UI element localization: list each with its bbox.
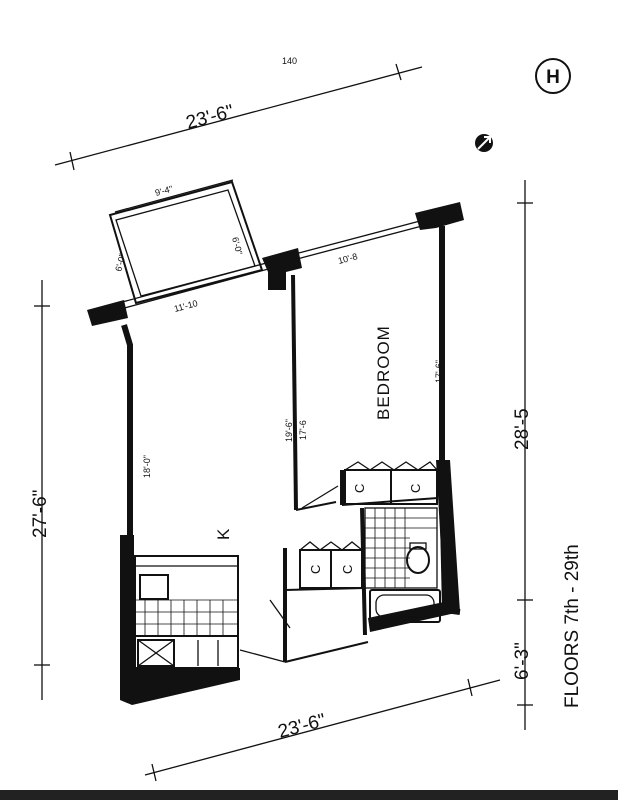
top-width-label: 23'-6" [184, 101, 236, 134]
right-lower-label: 6'-3" [512, 642, 533, 680]
living-window-label: 11'-10 [173, 298, 199, 314]
closet-label-3: C [308, 565, 323, 574]
left-depth-label: 27'-6" [30, 490, 51, 538]
north-arrow-icon [475, 134, 493, 152]
balcony-left-label: 6'-0" [113, 253, 127, 273]
range [137, 639, 175, 667]
unit-badge: H [535, 58, 571, 94]
closet-label-1: C [352, 484, 367, 493]
balcony-right-label: 6'-0" [230, 236, 244, 256]
unit-badge-label: H [546, 67, 560, 88]
bedroom-depth-c-label: 17'-6" [434, 360, 444, 383]
left-dimension: 27'-6" [30, 280, 51, 700]
right-dimension: 28'-5 6'-3" [512, 180, 533, 730]
living-depth-label: 18'-0" [142, 455, 152, 478]
left-pier [87, 300, 128, 326]
interior-walls [239, 274, 439, 663]
exterior-walls [120, 226, 461, 705]
closet-label-4: C [340, 565, 355, 574]
toilet [406, 546, 430, 574]
top-dimension: 23'-6" [54, 63, 423, 171]
kitchen [134, 555, 239, 669]
bathroom [364, 507, 441, 623]
bedroom-label: BEDROOM [374, 325, 393, 420]
right-depth-label: 28'-5 [512, 408, 533, 450]
bottom-dimension: 23'-6" [144, 678, 501, 782]
bedroom-window-label: 10'-8 [337, 251, 359, 266]
closets-hall: C C [299, 541, 363, 589]
scan-edge [0, 790, 618, 800]
bedroom-depth-b-label: 17'-6 [298, 420, 308, 440]
bedroom-depth-a-label: 19'-6" [284, 419, 294, 442]
page-number: 140 [282, 56, 297, 66]
closet-label-2: C [408, 484, 423, 493]
center-pier [262, 248, 302, 290]
kitchen-label: K [214, 528, 233, 540]
window-walls: 11'-10 10'-8 [114, 220, 423, 314]
floors-caption: FLOORS 7th - 29th [562, 544, 583, 708]
sink [139, 574, 169, 600]
bathtub [369, 589, 441, 623]
bottom-width-label: 23'-6" [276, 710, 328, 743]
right-pier [415, 202, 464, 230]
closets-bedroom: C C [344, 461, 438, 505]
balcony-top-label: 9'-4" [154, 184, 174, 198]
